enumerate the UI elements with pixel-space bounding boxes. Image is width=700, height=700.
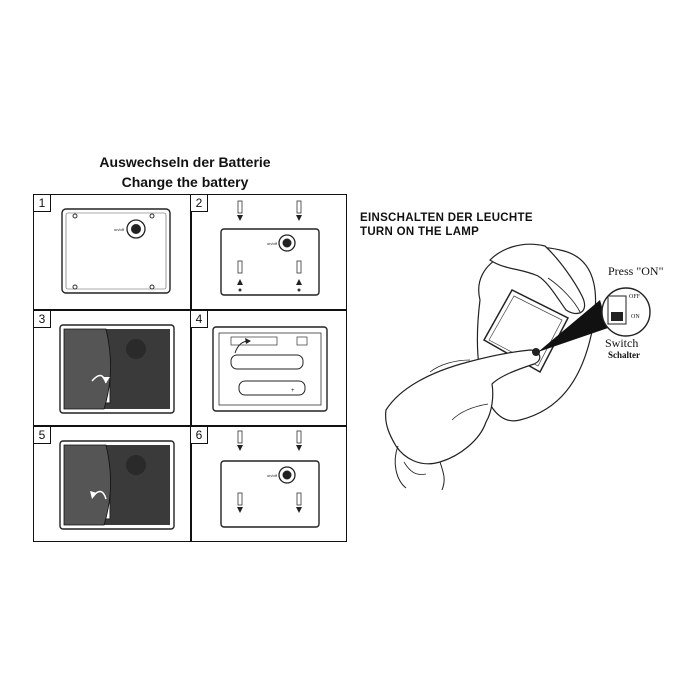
step-2-number: 2 (191, 195, 208, 212)
step-4-illustration: + (212, 326, 328, 412)
press-on-label: Press "ON" (608, 264, 664, 278)
grid-divider-vertical (190, 195, 192, 541)
svg-text:+: + (291, 388, 295, 394)
step-1-number: 1 (34, 195, 51, 212)
title-german: Auswechseln der Batterie (99, 154, 271, 170)
step-5-panel: 5 (34, 427, 191, 543)
switch-on-label: ON (631, 314, 640, 320)
step-6-panel: on/off 6 (191, 427, 348, 543)
step-4-number: 4 (191, 311, 208, 328)
step-1-illustration: on/off (61, 208, 171, 294)
svg-text:on/off: on/off (114, 227, 125, 232)
step-5-illustration (59, 440, 175, 530)
step-6-number: 6 (191, 427, 208, 444)
svg-text:on/off: on/off (267, 473, 278, 478)
grid-divider-row-1 (34, 309, 346, 311)
step-6-illustration: on/off (220, 430, 320, 528)
step-2-illustration: on/off (220, 200, 320, 296)
switch-off-label: OFF (629, 294, 641, 300)
grid-divider-row-2 (34, 425, 346, 427)
step-3-number: 3 (34, 311, 51, 328)
turn-on-title-english: TURN ON THE LAMP (360, 226, 480, 238)
step-3-illustration (59, 324, 175, 414)
turn-on-title-german: EINSCHALTEN DER LEUCHTE (360, 212, 533, 224)
step-1-panel: on/off 1 (34, 195, 191, 311)
svg-text:on/off: on/off (267, 241, 278, 246)
battery-steps-grid: on/off 1 on/off 2 (33, 194, 347, 542)
step-5-number: 5 (34, 427, 51, 444)
switch-label: Switch (605, 336, 639, 350)
step-2-panel: on/off 2 (191, 195, 348, 311)
schalter-label: Schalter (608, 350, 640, 360)
title-english: Change the battery (121, 174, 249, 190)
step-4-panel: + 4 (191, 311, 348, 427)
step-3-panel: 3 (34, 311, 191, 427)
